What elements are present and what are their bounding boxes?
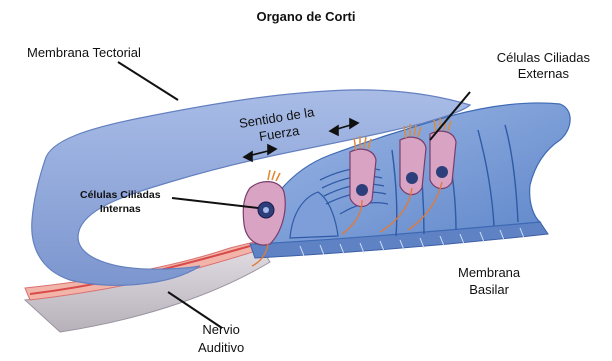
label-internal-line1: Células Ciliadas (80, 188, 161, 202)
label-membrana-tectorial: Membrana Tectorial (27, 45, 141, 60)
label-nervio-auditivo: Nervio Auditivo (198, 321, 244, 357)
label-celulas-ciliadas-externas: Células Ciliadas Externas (497, 50, 590, 82)
label-celulas-ciliadas-internas: Células Ciliadas Internas (80, 188, 161, 216)
label-internal-line2: Internas (80, 202, 161, 216)
label-membrana-basilar: Membrana Basilar (458, 264, 520, 298)
inner-cilia (268, 170, 280, 181)
label-nerve-line2: Auditivo (198, 339, 244, 357)
label-external-line1: Células Ciliadas (497, 50, 590, 66)
label-nerve-line1: Nervio (198, 321, 244, 339)
label-basilar-line2: Basilar (458, 281, 520, 298)
label-external-line2: Externas (497, 66, 590, 82)
diagram-title: Organo de Corti (0, 9, 612, 24)
label-basilar-line1: Membrana (458, 264, 520, 281)
